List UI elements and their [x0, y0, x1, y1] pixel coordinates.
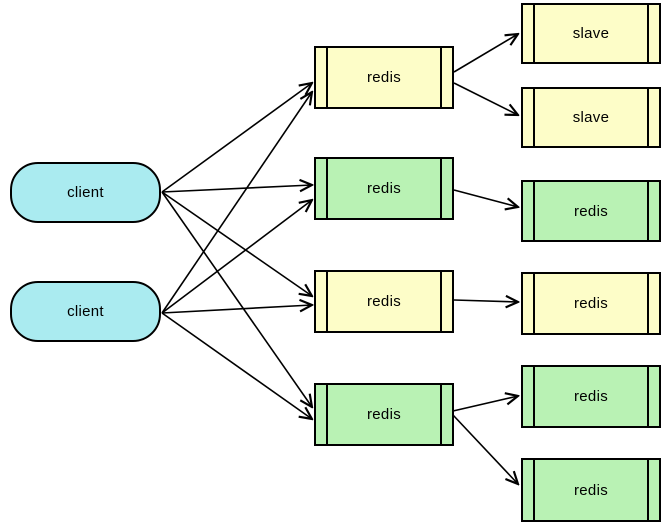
node-client1: client — [10, 162, 161, 223]
node-slave-r1: slave — [521, 3, 661, 64]
node-label-redis-r3: redis — [573, 202, 608, 220]
node-client2: client — [10, 281, 161, 342]
node-redis-r6: redis — [521, 458, 661, 522]
edge-client1-to-redis-m2 — [161, 185, 312, 193]
edge-redis-m4-to-redis-r5 — [452, 396, 518, 412]
edge-redis-m4-to-redis-r6 — [452, 414, 518, 484]
node-redis-m3: redis — [314, 270, 454, 333]
edge-client1-to-redis-m3 — [161, 191, 312, 296]
node-redis-m4: redis — [314, 383, 454, 446]
edge-client2-to-redis-m2 — [161, 200, 312, 314]
node-redis-r5: redis — [521, 365, 661, 428]
edge-redis-m3-to-redis-r4 — [453, 300, 518, 302]
node-redis-m1: redis — [314, 46, 454, 109]
node-label-redis-m3: redis — [366, 293, 401, 310]
edge-client2-to-redis-m3 — [161, 305, 312, 314]
node-label-redis-m1: redis — [366, 69, 401, 86]
node-label-slave-r1: slave — [572, 25, 610, 42]
node-slave-r2: slave — [521, 87, 661, 148]
node-label-redis-m2: redis — [366, 180, 401, 197]
node-redis-r4: redis — [521, 272, 661, 335]
edge-client1-to-redis-m4 — [161, 191, 312, 407]
node-redis-r3: redis — [521, 180, 661, 242]
node-label-slave-r2: slave — [572, 109, 610, 126]
node-label-redis-r5: redis — [573, 388, 608, 405]
edge-redis-m1-to-slave-r2 — [453, 82, 518, 115]
node-label-client2: client — [67, 303, 104, 320]
edge-client2-to-redis-m1 — [161, 92, 312, 314]
edge-redis-m1-to-slave-r1 — [453, 34, 518, 73]
node-redis-m2: redis — [314, 157, 454, 220]
edge-redis-m2-to-redis-r3 — [453, 189, 518, 207]
node-label-client1: client — [67, 184, 104, 201]
node-label-redis-r4: redis — [573, 295, 608, 312]
node-label-redis-r6: redis — [573, 481, 608, 499]
node-label-redis-m4: redis — [366, 406, 401, 423]
edge-client2-to-redis-m4 — [161, 312, 312, 419]
edge-client1-to-redis-m1 — [161, 83, 312, 193]
